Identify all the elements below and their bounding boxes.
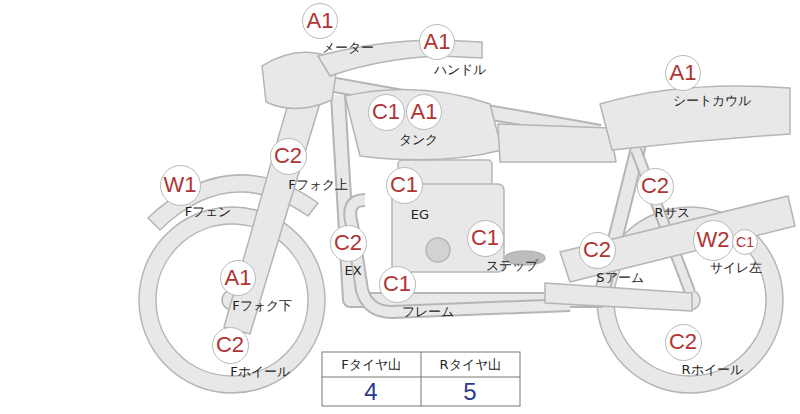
grade-circle: C1 <box>368 94 405 131</box>
swingarm <box>545 283 692 311</box>
part-name: Sアーム <box>596 271 643 285</box>
grade-circle: C2 <box>579 232 616 269</box>
grade-code: A1 <box>411 101 438 123</box>
part-name: Fフォク上 <box>288 178 347 192</box>
part-name: ハンドル <box>434 63 486 77</box>
grade-code: C2 <box>669 331 697 353</box>
grade-code: C1 <box>390 174 418 196</box>
engine-cover <box>426 238 450 262</box>
part-name: サイレ左 <box>710 261 762 275</box>
part-name: メーター <box>322 41 374 55</box>
grade-circle: W2 <box>693 220 734 261</box>
part-name: Rサス <box>654 206 689 220</box>
tyre-value: 4 <box>364 379 377 405</box>
grade-circle: C2 <box>665 324 702 361</box>
grade-code: C2 <box>216 334 244 356</box>
grade-code: A1 <box>424 31 451 53</box>
grade-circle: W1 <box>160 165 201 206</box>
part-name: フレーム <box>402 305 454 319</box>
tyre-table <box>322 352 520 406</box>
part-name: ステップ <box>486 259 538 273</box>
table-header: Rタイヤ山 <box>439 358 500 372</box>
seat <box>498 124 616 162</box>
fuel-tank <box>345 90 502 160</box>
grade-circle: C2 <box>330 225 367 262</box>
part-name: Fフェン <box>185 205 231 219</box>
part-name: タンク <box>399 133 438 147</box>
grade-code: C1 <box>736 235 754 249</box>
grade-circle: C1 <box>467 220 504 257</box>
grade-code: W2 <box>697 229 730 251</box>
grade-code: C1 <box>471 227 499 249</box>
table-header: Fタイヤ山 <box>341 358 400 372</box>
grade-circle: A1 <box>665 55 701 91</box>
grade-circle: A1 <box>406 94 442 130</box>
seat-cowl <box>600 86 790 150</box>
grade-circle: A1 <box>419 24 455 60</box>
grade-code: A1 <box>307 10 334 32</box>
grade-circle: C1 <box>386 167 423 204</box>
grade-code: C1 <box>372 101 400 123</box>
grade-code: C1 <box>383 273 411 295</box>
muffler <box>560 196 795 282</box>
grade-code: W1 <box>164 174 197 196</box>
grade-code: A1 <box>225 267 252 289</box>
part-name: Fホイール <box>230 365 289 379</box>
grade-circle: C1 <box>379 266 416 303</box>
part-name: Rホイール <box>681 363 742 377</box>
part-name: EG <box>411 208 429 222</box>
grade-circle: C1 <box>732 229 758 255</box>
part-name: Fフォク下 <box>232 299 291 313</box>
tyre-value: 5 <box>463 379 476 405</box>
grade-circle: C2 <box>637 168 674 205</box>
grade-code: C2 <box>334 232 362 254</box>
grade-circle: A1 <box>302 3 338 39</box>
grade-circle: A1 <box>220 260 256 296</box>
grade-code: C2 <box>274 145 302 167</box>
grade-circle: C2 <box>270 138 307 175</box>
part-name: EX <box>344 264 361 278</box>
grade-circle: C2 <box>212 327 249 364</box>
rear-shock <box>636 150 690 292</box>
grade-code: C2 <box>583 239 611 261</box>
grade-code: C2 <box>641 175 669 197</box>
grade-code: A1 <box>670 62 697 84</box>
part-name: シートカウル <box>673 94 751 108</box>
